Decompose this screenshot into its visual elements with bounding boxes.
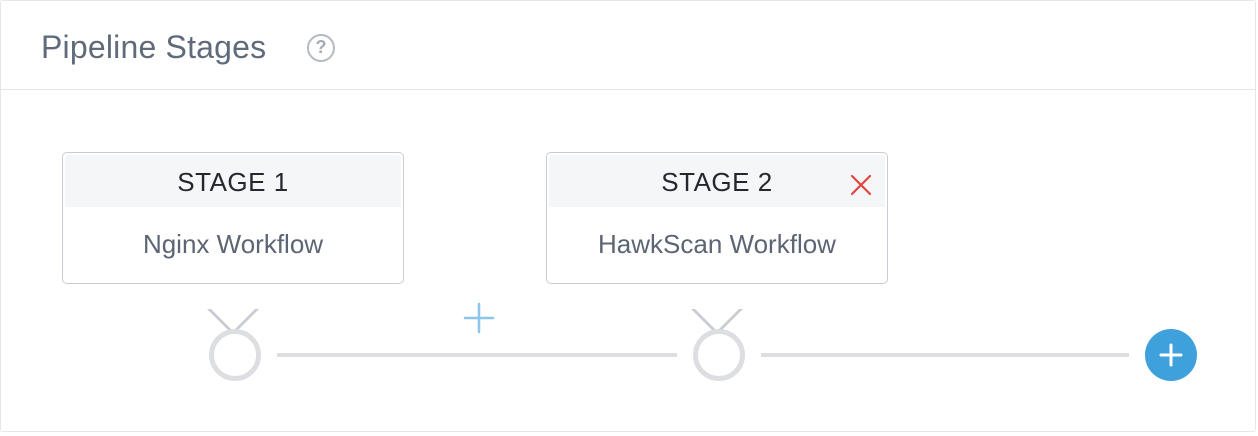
stage-workflow-name: HawkScan Workflow <box>598 229 836 259</box>
page-title: Pipeline Stages <box>41 29 267 65</box>
stage-connector <box>761 353 1129 357</box>
plus-icon[interactable] <box>462 301 496 335</box>
add-stage-button[interactable] <box>1145 329 1197 381</box>
question-circle-icon[interactable]: ? <box>307 34 335 62</box>
stage-node-1[interactable] <box>209 329 261 381</box>
stage-connector <box>277 353 677 357</box>
stage-card-header: STAGE 1 <box>65 155 401 207</box>
stage-workflow-name: Nginx Workflow <box>142 229 324 259</box>
plus-circle-icon <box>1159 343 1183 367</box>
stage-label: STAGE 2 <box>661 167 773 197</box>
panel-header: Pipeline Stages ? <box>1 1 1255 90</box>
stage-card-2[interactable]: STAGE 2 HawkScan Workflow <box>546 152 888 335</box>
stage-label: STAGE 1 <box>177 167 289 197</box>
stage-card-1[interactable]: STAGE 1 Nginx Workflow <box>62 152 404 335</box>
stage-card-header: STAGE 2 <box>549 155 885 207</box>
stage-node-2[interactable] <box>693 329 745 381</box>
close-icon[interactable] <box>849 173 873 197</box>
